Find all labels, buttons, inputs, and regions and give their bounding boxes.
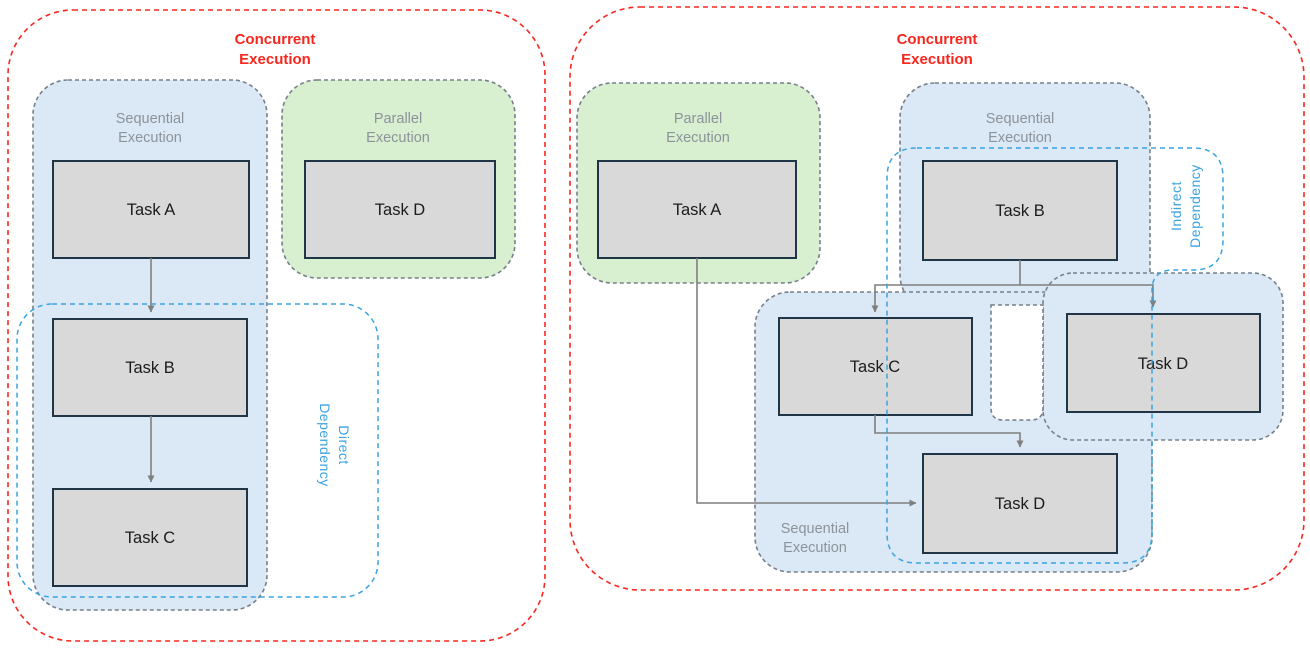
arrow-task-b-to-d-upper xyxy=(1020,284,1157,308)
right-indirect-dependency-label-line1: Indirect xyxy=(1168,181,1184,231)
right-sequential-top-label-line2: Execution xyxy=(988,130,1052,146)
right-task-b-box xyxy=(922,160,1118,261)
right-task-b-label: Task B xyxy=(995,202,1045,220)
right-task-a-label: Task A xyxy=(673,201,722,219)
left-task-c-label: Task C xyxy=(125,529,176,547)
left-task-a-label: Task A xyxy=(127,201,176,219)
right-sequential-bottom-label-line1: Sequential xyxy=(781,521,850,537)
left-task-d-label: Task D xyxy=(375,201,426,219)
left-parallel-label-line2: Execution xyxy=(366,130,430,146)
right-concurrent-execution-group: Concurrent Execution Parallel Execution … xyxy=(569,6,1305,591)
right-task-d-lower-label: Task D xyxy=(995,495,1046,513)
left-sequential-label-line1: Sequential xyxy=(116,111,185,127)
right-title-line1: Concurrent xyxy=(897,31,978,48)
left-task-c-box xyxy=(52,488,248,587)
left-task-d-box xyxy=(304,160,496,259)
left-title-line1: Concurrent xyxy=(235,31,316,48)
right-task-d-upper-label: Task D xyxy=(1138,355,1189,373)
left-direct-dependency-region xyxy=(16,303,379,598)
right-task-d-lower-box xyxy=(922,453,1118,554)
region-gap-notch xyxy=(990,304,1044,421)
left-direct-dependency-label-line1: Direct xyxy=(336,425,352,465)
right-sequential-top-label-line1: Sequential xyxy=(986,111,1055,127)
arrow-task-a-to-d-lower xyxy=(696,258,917,507)
right-parallel-label-line2: Execution xyxy=(666,130,730,146)
left-task-b-label: Task B xyxy=(125,359,175,377)
left-concurrent-execution-group: Concurrent Execution Sequential Executio… xyxy=(7,9,546,642)
left-sequential-label-line2: Execution xyxy=(118,130,182,146)
left-task-a-box xyxy=(52,160,250,259)
arrow-task-c-to-d-lower xyxy=(874,415,1024,448)
arrow-task-b-to-c xyxy=(871,284,1020,313)
right-indirect-dependency-region xyxy=(886,147,1224,564)
right-concurrent-boundary xyxy=(569,6,1305,591)
right-sequential-bottom-label-line2: Execution xyxy=(783,540,847,556)
right-title-line2: Execution xyxy=(901,51,973,68)
left-task-b-box xyxy=(52,318,248,417)
left-concurrent-boundary xyxy=(7,9,546,642)
right-task-c-label: Task C xyxy=(850,358,901,376)
right-indirect-dependency-label-line2: Dependency xyxy=(1187,164,1203,248)
left-parallel-label-line1: Parallel xyxy=(374,111,422,127)
right-task-a-box xyxy=(597,160,797,259)
right-task-c-box xyxy=(778,317,973,416)
right-parallel-label-line1: Parallel xyxy=(674,111,722,127)
left-direct-dependency-label-line2: Dependency xyxy=(317,403,333,487)
left-title-line2: Execution xyxy=(239,51,311,68)
right-task-d-upper-box xyxy=(1066,313,1261,413)
